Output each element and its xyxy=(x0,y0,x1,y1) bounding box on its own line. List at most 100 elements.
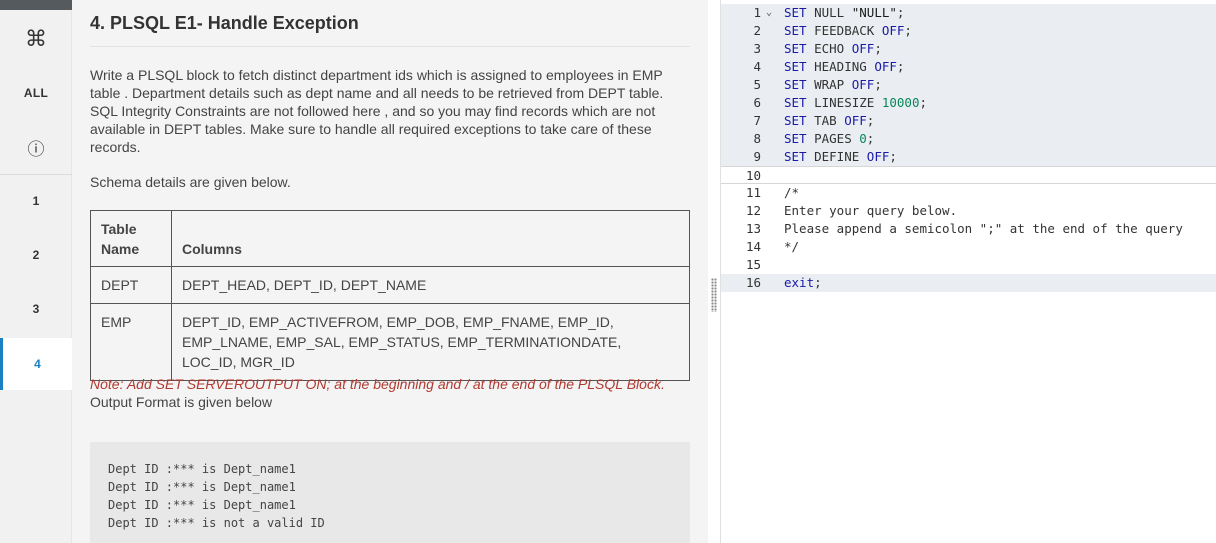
question-description: Write a PLSQL block to fetch distinct de… xyxy=(90,67,664,155)
code-token: OFF xyxy=(851,77,875,92)
nav-question-3[interactable]: 3 xyxy=(32,302,40,316)
code-line[interactable]: 11/* xyxy=(721,184,1216,202)
code-token: ; xyxy=(889,149,897,164)
question-title: 4. PLSQL E1- Handle Exception xyxy=(90,13,359,33)
code-token: SET xyxy=(784,23,815,38)
code-token: DEFINE xyxy=(814,149,867,164)
code-token: FEEDBACK xyxy=(814,23,882,38)
code-line[interactable]: 5 SET WRAP OFF; xyxy=(721,76,1216,94)
row-columns: DEPT_ID, EMP_ACTIVEFROM, EMP_DOB, EMP_FN… xyxy=(171,303,690,381)
code-text: SET DEFINE OFF; xyxy=(784,148,897,166)
output-sample-text: Dept ID :*** is Dept_name1 Dept ID :*** … xyxy=(108,462,325,530)
code-line[interactable]: 2 SET FEEDBACK OFF; xyxy=(721,22,1216,40)
row-table-name: EMP xyxy=(90,303,172,381)
line-number: 2 xyxy=(753,23,761,38)
code-token: 0 xyxy=(859,131,867,146)
drag-handle-icon[interactable] xyxy=(711,278,717,312)
code-token: ; xyxy=(919,95,928,110)
code-text: SET WRAP OFF; xyxy=(784,76,882,94)
code-token: OFF xyxy=(866,149,890,164)
code-token: NULL xyxy=(814,5,852,20)
header-table-name: Table Name xyxy=(90,210,172,267)
line-number: 5 xyxy=(753,77,761,92)
code-text: */ xyxy=(784,238,799,256)
rail-divider xyxy=(0,174,72,175)
info-icon[interactable]: ⓘ xyxy=(27,139,45,159)
line-number: 6 xyxy=(753,95,761,110)
code-token: SET xyxy=(784,95,815,110)
nav-question-2[interactable]: 2 xyxy=(32,248,40,262)
code-line[interactable]: 16 exit; xyxy=(721,274,1216,292)
code-token: ; xyxy=(904,23,912,38)
code-token: Enter your query below. xyxy=(784,203,958,218)
code-line[interactable]: 10 xyxy=(721,166,1216,184)
line-number: 9 xyxy=(753,149,761,164)
line-number: 14 xyxy=(745,239,761,254)
code-token: WRAP xyxy=(814,77,852,92)
code-text: Please append a semicolon ";" at the end… xyxy=(784,220,1183,238)
line-number: 16 xyxy=(745,275,761,290)
code-token: SET xyxy=(784,77,815,92)
plsql-note: Note: Add SET SERVEROUTPUT ON; at the be… xyxy=(90,376,665,392)
code-token: SET xyxy=(784,131,815,146)
code-token: 10000 xyxy=(881,95,920,110)
code-line[interactable]: 13 Please append a semicolon ";" at the e… xyxy=(721,220,1216,238)
code-token: OFF xyxy=(851,41,875,56)
output-format-label: Output Format is given below xyxy=(90,394,273,410)
nav-question-4[interactable]: 4 xyxy=(0,338,72,390)
code-line[interactable]: 3 SET ECHO OFF; xyxy=(721,40,1216,58)
code-line[interactable]: 4 SET HEADING OFF; xyxy=(721,58,1216,76)
code-text: SET ECHO OFF; xyxy=(784,40,882,58)
code-text: Enter your query below. xyxy=(784,202,957,220)
code-line[interactable]: 15 xyxy=(721,256,1216,274)
question-nav-rail: ⌘ ALL ⓘ 1 2 3 4 xyxy=(0,0,72,543)
nav-question-1[interactable]: 1 xyxy=(32,194,40,208)
table-row: EMP DEPT_ID, EMP_ACTIVEFROM, EMP_DOB, EM… xyxy=(90,303,690,381)
code-text: SET HEADING OFF; xyxy=(784,58,904,76)
code-token: SET xyxy=(784,59,815,74)
code-token: LINESIZE xyxy=(814,95,882,110)
header-columns: Columns xyxy=(171,210,690,267)
code-token: exit xyxy=(784,275,815,290)
code-token: */ xyxy=(784,239,800,254)
rail-top-bar xyxy=(0,0,72,10)
line-number: 8 xyxy=(753,131,761,146)
code-token: SET xyxy=(784,5,815,20)
line-number: 13 xyxy=(745,221,761,236)
line-number: 4 xyxy=(753,59,761,74)
line-number: 1 xyxy=(753,5,761,20)
code-token: PAGES xyxy=(814,131,860,146)
code-text: SET NULL "NULL"; xyxy=(784,4,904,22)
code-token: ; xyxy=(866,113,875,128)
code-token: SET xyxy=(784,41,815,56)
code-text: SET FEEDBACK OFF; xyxy=(784,22,912,40)
line-number: 3 xyxy=(753,41,761,56)
table-row: DEPT DEPT_HEAD, DEPT_ID, DEPT_NAME xyxy=(90,266,690,304)
schema-table: Table Name Columns DEPT DEPT_HEAD, DEPT_… xyxy=(90,210,690,381)
fold-chevron-icon[interactable]: ⌄ xyxy=(766,7,773,18)
code-line[interactable]: 8 SET PAGES 0; xyxy=(721,130,1216,148)
nav-all-questions[interactable]: ALL xyxy=(23,86,49,100)
code-line[interactable]: 1 ⌄ SET NULL "NULL"; xyxy=(721,4,1216,22)
question-panel: 4. PLSQL E1- Handle Exception Write a PL… xyxy=(72,0,708,543)
code-token: OFF xyxy=(881,23,905,38)
command-icon[interactable]: ⌘ xyxy=(25,26,47,51)
code-line[interactable]: 14 */ xyxy=(721,238,1216,256)
code-line[interactable]: 9 SET DEFINE OFF; xyxy=(721,148,1216,166)
panel-splitter[interactable] xyxy=(708,0,720,543)
code-token: SET xyxy=(784,113,815,128)
code-text: SET PAGES 0; xyxy=(784,130,874,148)
code-line[interactable]: 6 SET LINESIZE 10000; xyxy=(721,94,1216,112)
code-token: SET xyxy=(784,149,815,164)
code-token: OFF xyxy=(874,59,897,74)
title-divider xyxy=(90,46,690,47)
code-text: exit; xyxy=(784,274,822,292)
schema-table-header: Table Name Columns xyxy=(90,210,690,267)
code-token: Please append a semicolon ";" at the end… xyxy=(784,221,1183,236)
code-token: OFF xyxy=(844,113,867,128)
line-number: 15 xyxy=(745,257,761,272)
